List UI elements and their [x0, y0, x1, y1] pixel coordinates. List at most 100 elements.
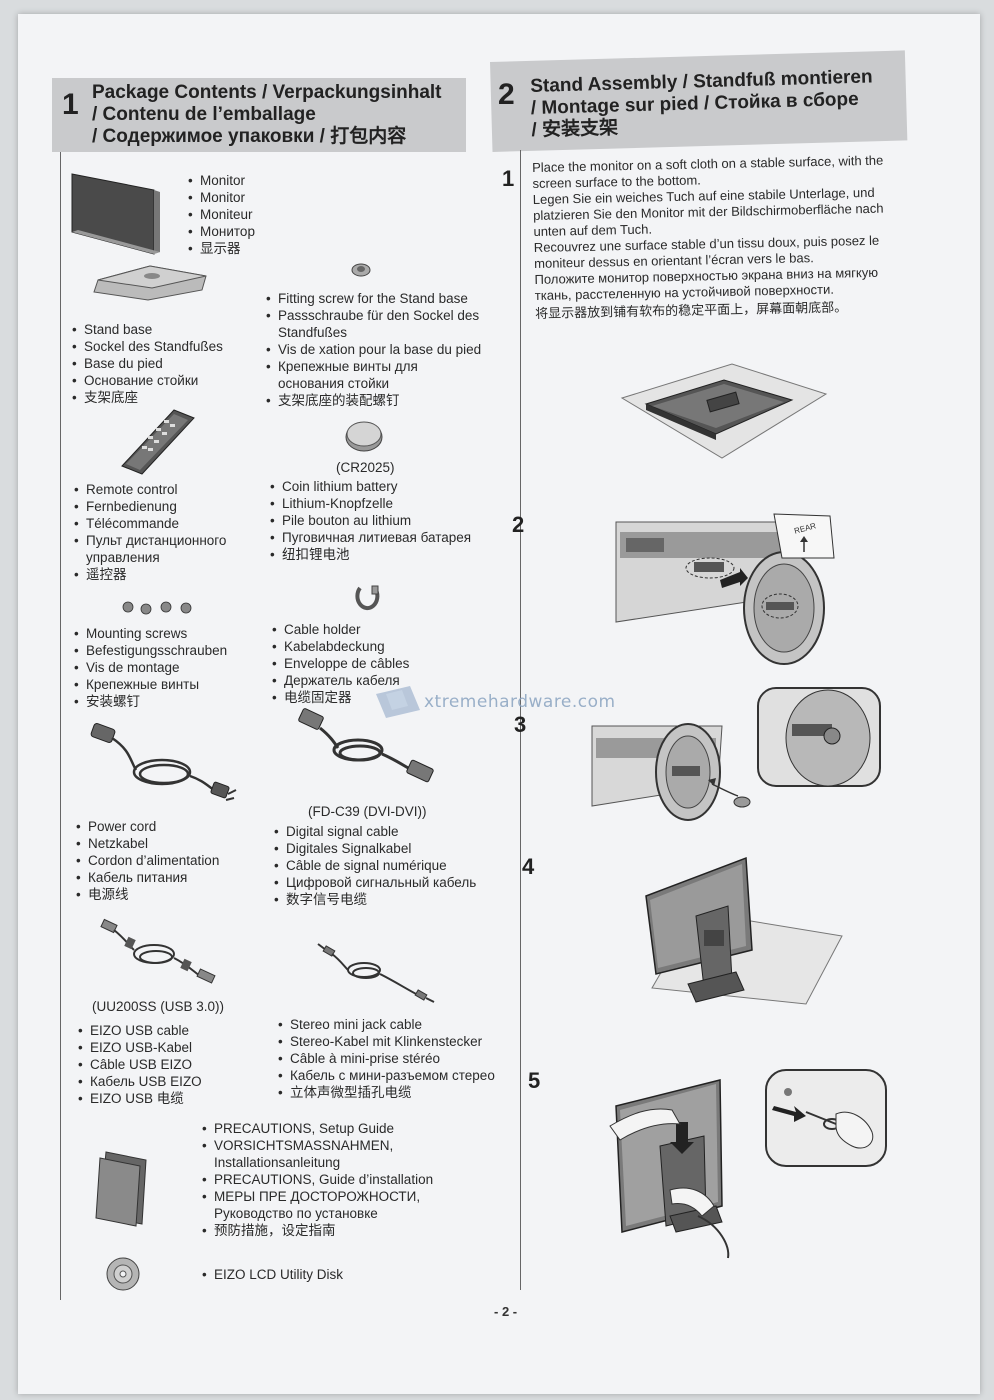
mounting-screws-label: 安装螺钉 [74, 693, 264, 710]
utility-disk-label: EIZO LCD Utility Disk [202, 1266, 442, 1283]
monitor-list: Monitor Monitor Moniteur Монитор 显示器 [188, 172, 278, 257]
usb-cable-label: Кабель USB EIZO [78, 1073, 268, 1090]
power-cord-list: Power cord Netzkabel Cordon d’alimentati… [76, 818, 266, 903]
step1-text-de: Legen Sie ein weiches Tuch auf eine stab… [532, 184, 884, 239]
battery-label: Lithium-Knopfzelle [270, 495, 480, 512]
monitor-label: Монитор [188, 223, 278, 240]
stand-base-label: Основание стойки [72, 372, 262, 389]
stand-base-label: 支架底座 [72, 389, 262, 406]
cable-holder-label: Cable holder [272, 621, 472, 638]
mounting-screws-label: Крепежные винты [74, 676, 264, 693]
stand-base-label: Stand base [72, 321, 262, 338]
fitting-screw-label: Fitting screw for the Stand base [266, 290, 486, 307]
battery-illustration [345, 421, 383, 452]
remote-list: Remote control Fernbedienung Télécommand… [74, 481, 264, 583]
watermark-logo-icon [376, 686, 420, 718]
cable-holder-label: Enveloppe de câbles [272, 655, 472, 672]
dvi-cable-label: Цифровой сигнальный кабель [274, 874, 494, 891]
fitting-screw-label: Крепежные винты для основания стойки [266, 358, 486, 392]
dvi-cable-label: Digital signal cable [274, 823, 494, 840]
step5-number: 5 [528, 1068, 541, 1093]
step2-illustration [615, 513, 835, 665]
fitting-screw-list: Fitting screw for the Stand base Passsch… [266, 290, 486, 409]
step1-text: Place the monitor on a soft cloth on a s… [532, 152, 905, 322]
usb-code: (UU200SS (USB 3.0)) [92, 999, 225, 1014]
dvi-cable-label: 数字信号电缆 [274, 891, 494, 908]
cable-holder-label: Kabelabdeckung [272, 638, 472, 655]
power-cord-illustration [90, 723, 237, 801]
cable-holder-illustration [355, 585, 380, 611]
stand-base-list: Stand base Sockel des Standfußes Base du… [72, 321, 262, 406]
section1-divider [60, 152, 61, 1300]
documents-label: PRECAUTIONS, Setup Guide [202, 1120, 472, 1137]
battery-label: Пуговичная литиевая батарея [270, 529, 480, 546]
power-cord-label: Кабель питания [76, 869, 266, 886]
mounting-screws-list: Mounting screws Befestigungsschrauben Vi… [74, 625, 264, 710]
stereo-cable-label: Câble à mini-prise stéréo [278, 1050, 498, 1067]
step5-illustration [609, 1069, 887, 1259]
stereo-cable-label: 立体声微型插孔电缆 [278, 1084, 498, 1101]
stereo-cable-label: Stereo-Kabel mit Klinkenstecker [278, 1033, 498, 1050]
dvi-cable-label: Câble de signal numérique [274, 857, 494, 874]
stand-base-label: Base du pied [72, 355, 262, 372]
battery-code: (CR2025) [336, 460, 395, 475]
documents-list: PRECAUTIONS, Setup Guide VORSICHTSMASSNA… [202, 1120, 472, 1239]
monitor-label: Monitor [188, 189, 278, 206]
power-cord-label: Cordon d’alimentation [76, 852, 266, 869]
step1-text-ru: Положите монитор поверхностью экрана вни… [534, 264, 879, 303]
stereo-cable-label: Stereo mini jack cable [278, 1016, 498, 1033]
battery-list: Coin lithium battery Lithium-Knopfzelle … [270, 478, 480, 563]
battery-label: 纽扣锂电池 [270, 546, 480, 563]
section2-divider [520, 150, 521, 1290]
usb-cable-label: EIZO USB 电缆 [78, 1090, 268, 1107]
section1-title-line: / Contenu de l’emballage [92, 104, 316, 125]
stand-base-illustration [93, 265, 207, 301]
monitor-label: Moniteur [188, 206, 278, 223]
step3-number: 3 [514, 712, 527, 737]
remote-label: Пульт дистанционного управления [74, 532, 264, 566]
fitting-screw-illustration [351, 263, 371, 277]
cable-holder-label: 电缆固定器 [272, 689, 472, 706]
section1-number: 1 [62, 88, 79, 121]
dvi-cable-illustration [298, 708, 434, 783]
fitting-screw-label: 支架底座的装配螺钉 [266, 392, 486, 409]
monitor-label: Monitor [188, 172, 278, 189]
stand-base-label: Sockel des Standfußes [72, 338, 262, 355]
section2-number: 2 [498, 78, 515, 111]
power-cord-label: Power cord [76, 818, 266, 835]
stereo-cable-illustration [317, 943, 435, 1003]
page-number: - 2 - [494, 1304, 518, 1319]
step1-illustration [620, 363, 828, 459]
step4-illustration [645, 856, 843, 1005]
step1-number: 1 [502, 166, 515, 191]
mounting-screws-label: Vis de montage [74, 659, 264, 676]
documents-label: VORSICHTSMASSNAHMEN, Installationsanleit… [202, 1137, 472, 1171]
mounting-screws-label: Mounting screws [74, 625, 264, 642]
fitting-screw-label: Vis de xation pour la base du pied [266, 341, 486, 358]
utility-disk-illustration [106, 1257, 140, 1291]
monitor-illustration [71, 173, 160, 255]
dvi-cable-list: Digital signal cable Digitales Signalkab… [274, 823, 494, 908]
documents-illustration [95, 1151, 147, 1227]
usb-cable-illustration [100, 918, 216, 984]
power-cord-label: 电源线 [76, 886, 266, 903]
battery-label: Pile bouton au lithium [270, 512, 480, 529]
cable-holder-label: Держатель кабеля [272, 672, 472, 689]
remote-label: Télécommande [74, 515, 264, 532]
usb-cable-list: EIZO USB cable EIZO USB-Kabel Câble USB … [78, 1022, 268, 1107]
section1-title-line: Package Contents / Verpackungsinhalt [92, 82, 442, 103]
utility-disk-list: EIZO LCD Utility Disk [202, 1266, 442, 1283]
stereo-cable-label: Кабель с мини-разъемом стерео [278, 1067, 498, 1084]
documents-label: 预防措施，设定指南 [202, 1222, 472, 1239]
documents-label: МЕРЫ ПРЕ ДОСТОРОЖНОСТИ, Руководство по у… [202, 1188, 472, 1222]
power-cord-label: Netzkabel [76, 835, 266, 852]
monitor-label: 显示器 [188, 240, 278, 257]
step3-illustration [591, 687, 881, 821]
documents-label: PRECAUTIONS, Guide d’installation [202, 1171, 472, 1188]
remote-label: 遥控器 [74, 566, 264, 583]
mounting-screws-illustration [122, 601, 192, 615]
step4-number: 4 [522, 854, 535, 879]
remote-illustration [121, 409, 195, 475]
section1-header [52, 78, 466, 152]
watermark-text: xtremehardware.com [424, 692, 616, 712]
